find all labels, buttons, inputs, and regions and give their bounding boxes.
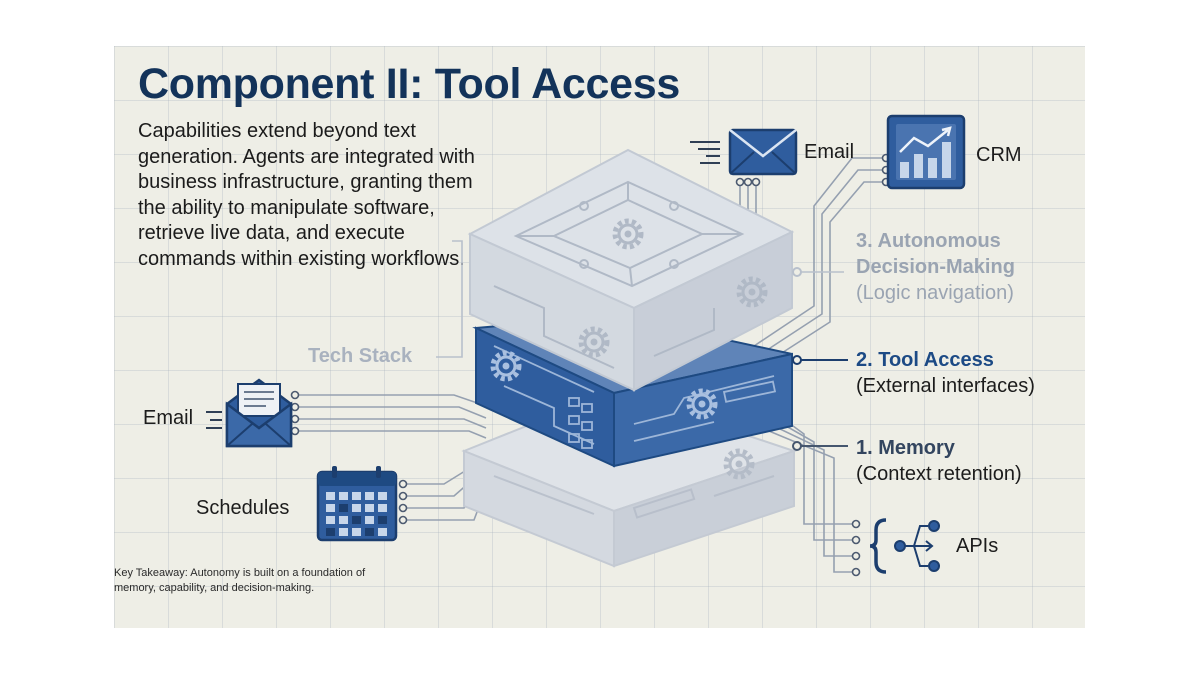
tech-stack-label: Tech Stack xyxy=(308,345,413,367)
apis-label: APIs xyxy=(956,535,999,557)
layer-2-detail: (External interfaces) xyxy=(856,375,1035,397)
calendar-icon xyxy=(316,466,398,542)
stack-diagram xyxy=(206,114,966,577)
layer-1-label: 1. Memory (Context retention) xyxy=(856,435,1022,487)
layer-1-detail: (Context retention) xyxy=(856,463,1022,485)
description-text: Capabilities extend beyond text generati… xyxy=(138,120,475,270)
layer-decision-block xyxy=(467,148,795,392)
crm-chart-icon xyxy=(886,114,966,190)
layer-3-label: 3. Autonomous Decision-Making (Logic nav… xyxy=(856,228,1015,306)
page-title: Component II: Tool Access xyxy=(138,60,680,108)
email-left-icon xyxy=(206,378,293,448)
email-top-label: Email xyxy=(804,141,855,163)
layer-3-title-line1: 3. Autonomous xyxy=(856,230,1001,252)
layer-2-title: 2. Tool Access xyxy=(856,349,994,371)
key-takeaway-footer: Key Takeaway: Autonomy is built on a fou… xyxy=(114,567,366,594)
email-top-icon xyxy=(690,128,798,176)
schedules-label: Schedules xyxy=(196,497,290,519)
email-left-label: Email xyxy=(143,407,194,429)
layer-pointers xyxy=(792,267,848,451)
layer-3-detail: (Logic navigation) xyxy=(856,282,1014,304)
api-flow-icon xyxy=(869,518,940,574)
layer-3-title-line2: Decision-Making xyxy=(856,256,1015,278)
layer-2-label: 2. Tool Access (External interfaces) xyxy=(856,347,1035,399)
crm-label: CRM xyxy=(976,144,1022,166)
connector-dots xyxy=(290,153,891,577)
slide: Component II: Tool Access Capabilities e… xyxy=(114,46,1085,628)
layer-1-title: 1. Memory xyxy=(856,437,955,459)
